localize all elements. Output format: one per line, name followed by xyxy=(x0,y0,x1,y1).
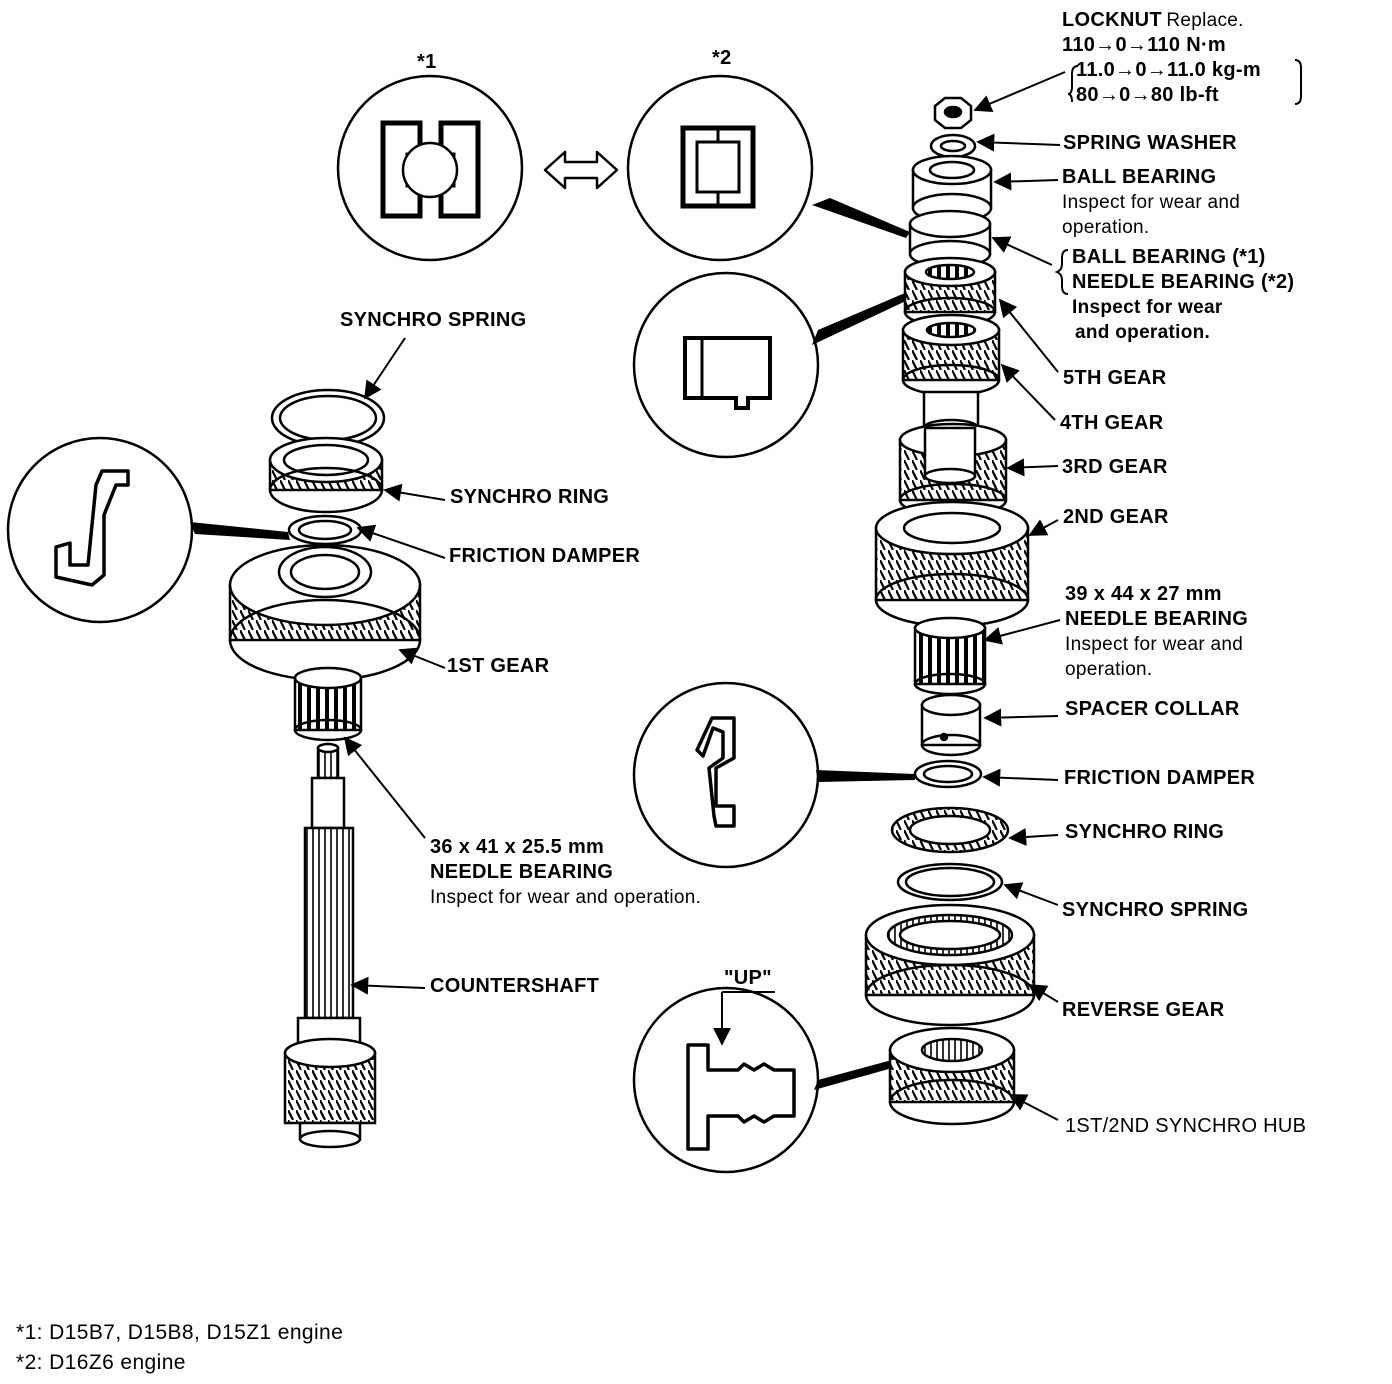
bearing-variant-line-2: NEEDLE BEARING (*2) xyxy=(1072,271,1295,293)
needle-bearing-left-note: Inspect for wear and operation. xyxy=(430,887,702,908)
needle-bearing-right-name: NEEDLE BEARING xyxy=(1065,608,1249,630)
label-synchro-spring-left: SYNCHRO SPRING xyxy=(340,309,527,331)
label-locknut: LOCKNUT Replace. 110→0→110 N·m 11.0→0→11… xyxy=(1062,8,1261,108)
countershaft-assembly xyxy=(228,388,422,1149)
leader-lines-left xyxy=(343,337,446,995)
footnote-1: *1: D15B7, D15B8, D15Z1 engine xyxy=(16,1321,344,1344)
bearing-variant-note-2: and operation. xyxy=(1075,322,1211,343)
bearing-variant-note-1: Inspect for wear xyxy=(1072,297,1223,318)
detail-circle-needle-bearing xyxy=(626,74,910,262)
bracket-torque xyxy=(1067,59,1302,105)
needle-bearing-right-note-2: operation. xyxy=(1065,659,1153,680)
label-bearing-variant: BALL BEARING (*1) NEEDLE BEARING (*2) In… xyxy=(1072,245,1294,345)
label-2nd-gear: 2ND GEAR xyxy=(1063,506,1169,528)
label-synchro-ring-left: SYNCHRO RING xyxy=(450,486,610,508)
needle-bearing-right-size: 39 x 44 x 27 mm xyxy=(1065,583,1222,605)
detail-marker-2: *2 xyxy=(712,47,732,69)
label-spacer-collar: SPACER COLLAR xyxy=(1065,698,1240,720)
label-4th-gear: 4TH GEAR xyxy=(1060,412,1164,434)
label-needle-bearing-right: 39 x 44 x 27 mm NEEDLE BEARING Inspect f… xyxy=(1065,582,1248,682)
label-synchro-hub: 1ST/2ND SYNCHRO HUB xyxy=(1065,1115,1307,1137)
needle-bearing-left-size: 36 x 41 x 25.5 mm xyxy=(430,836,605,858)
footnote-2: *2: D16Z6 engine xyxy=(16,1351,186,1374)
ball-bearing-note-2: operation. xyxy=(1062,217,1150,238)
leader-lines-right xyxy=(973,71,1066,1121)
label-friction-damper-left: FRICTION DAMPER xyxy=(449,545,641,567)
label-5th-gear: 5TH GEAR xyxy=(1063,367,1167,389)
bracket-bearing-variant xyxy=(1054,249,1069,295)
locknut-name: LOCKNUT xyxy=(1062,9,1162,31)
label-reverse-gear: REVERSE GEAR xyxy=(1062,999,1225,1021)
locknut-action: Replace. xyxy=(1166,10,1244,31)
label-ball-bearing: BALL BEARING Inspect for wear and operat… xyxy=(1062,165,1240,240)
ball-bearing-note-1: Inspect for wear and xyxy=(1062,192,1241,213)
detail-circle-ball-bearing xyxy=(336,74,524,262)
needle-bearing-right-note-1: Inspect for wear and xyxy=(1065,634,1244,655)
ball-bearing-name: BALL BEARING xyxy=(1062,166,1217,188)
label-needle-bearing-left: 36 x 41 x 25.5 mm NEEDLE BEARING Inspect… xyxy=(430,835,701,910)
detail-circle-friction-damper-left xyxy=(6,436,290,624)
label-up-marker: "UP" xyxy=(724,967,772,989)
locknut-torque-nm: 110→0→110 N·m xyxy=(1062,34,1226,56)
detail-circle-gear-collar xyxy=(632,271,908,459)
label-1st-gear: 1ST GEAR xyxy=(447,655,550,677)
locknut-torque-lbft: 80→0→80 lb-ft xyxy=(1076,84,1219,106)
bearing-variant-line-1: BALL BEARING (*1) xyxy=(1072,246,1266,268)
label-countershaft: COUNTERSHAFT xyxy=(430,975,600,997)
label-3rd-gear: 3RD GEAR xyxy=(1062,456,1168,478)
label-synchro-ring-right: SYNCHRO RING xyxy=(1065,821,1225,843)
detail-marker-1: *1 xyxy=(417,51,437,73)
detail-circle-friction-damper-right xyxy=(632,681,915,869)
label-friction-damper-right: FRICTION DAMPER xyxy=(1064,767,1256,789)
interchange-arrow-icon xyxy=(543,150,619,190)
locknut-torque-kgm: 11.0→0→11.0 kg-m xyxy=(1076,59,1261,81)
label-synchro-spring-right: SYNCHRO SPRING xyxy=(1062,899,1249,921)
mainshaft-assembly xyxy=(864,96,1036,1126)
needle-bearing-left-name: NEEDLE BEARING xyxy=(430,861,614,883)
label-spring-washer: SPRING WASHER xyxy=(1063,132,1237,154)
detail-circle-synchro-hub xyxy=(632,986,892,1174)
